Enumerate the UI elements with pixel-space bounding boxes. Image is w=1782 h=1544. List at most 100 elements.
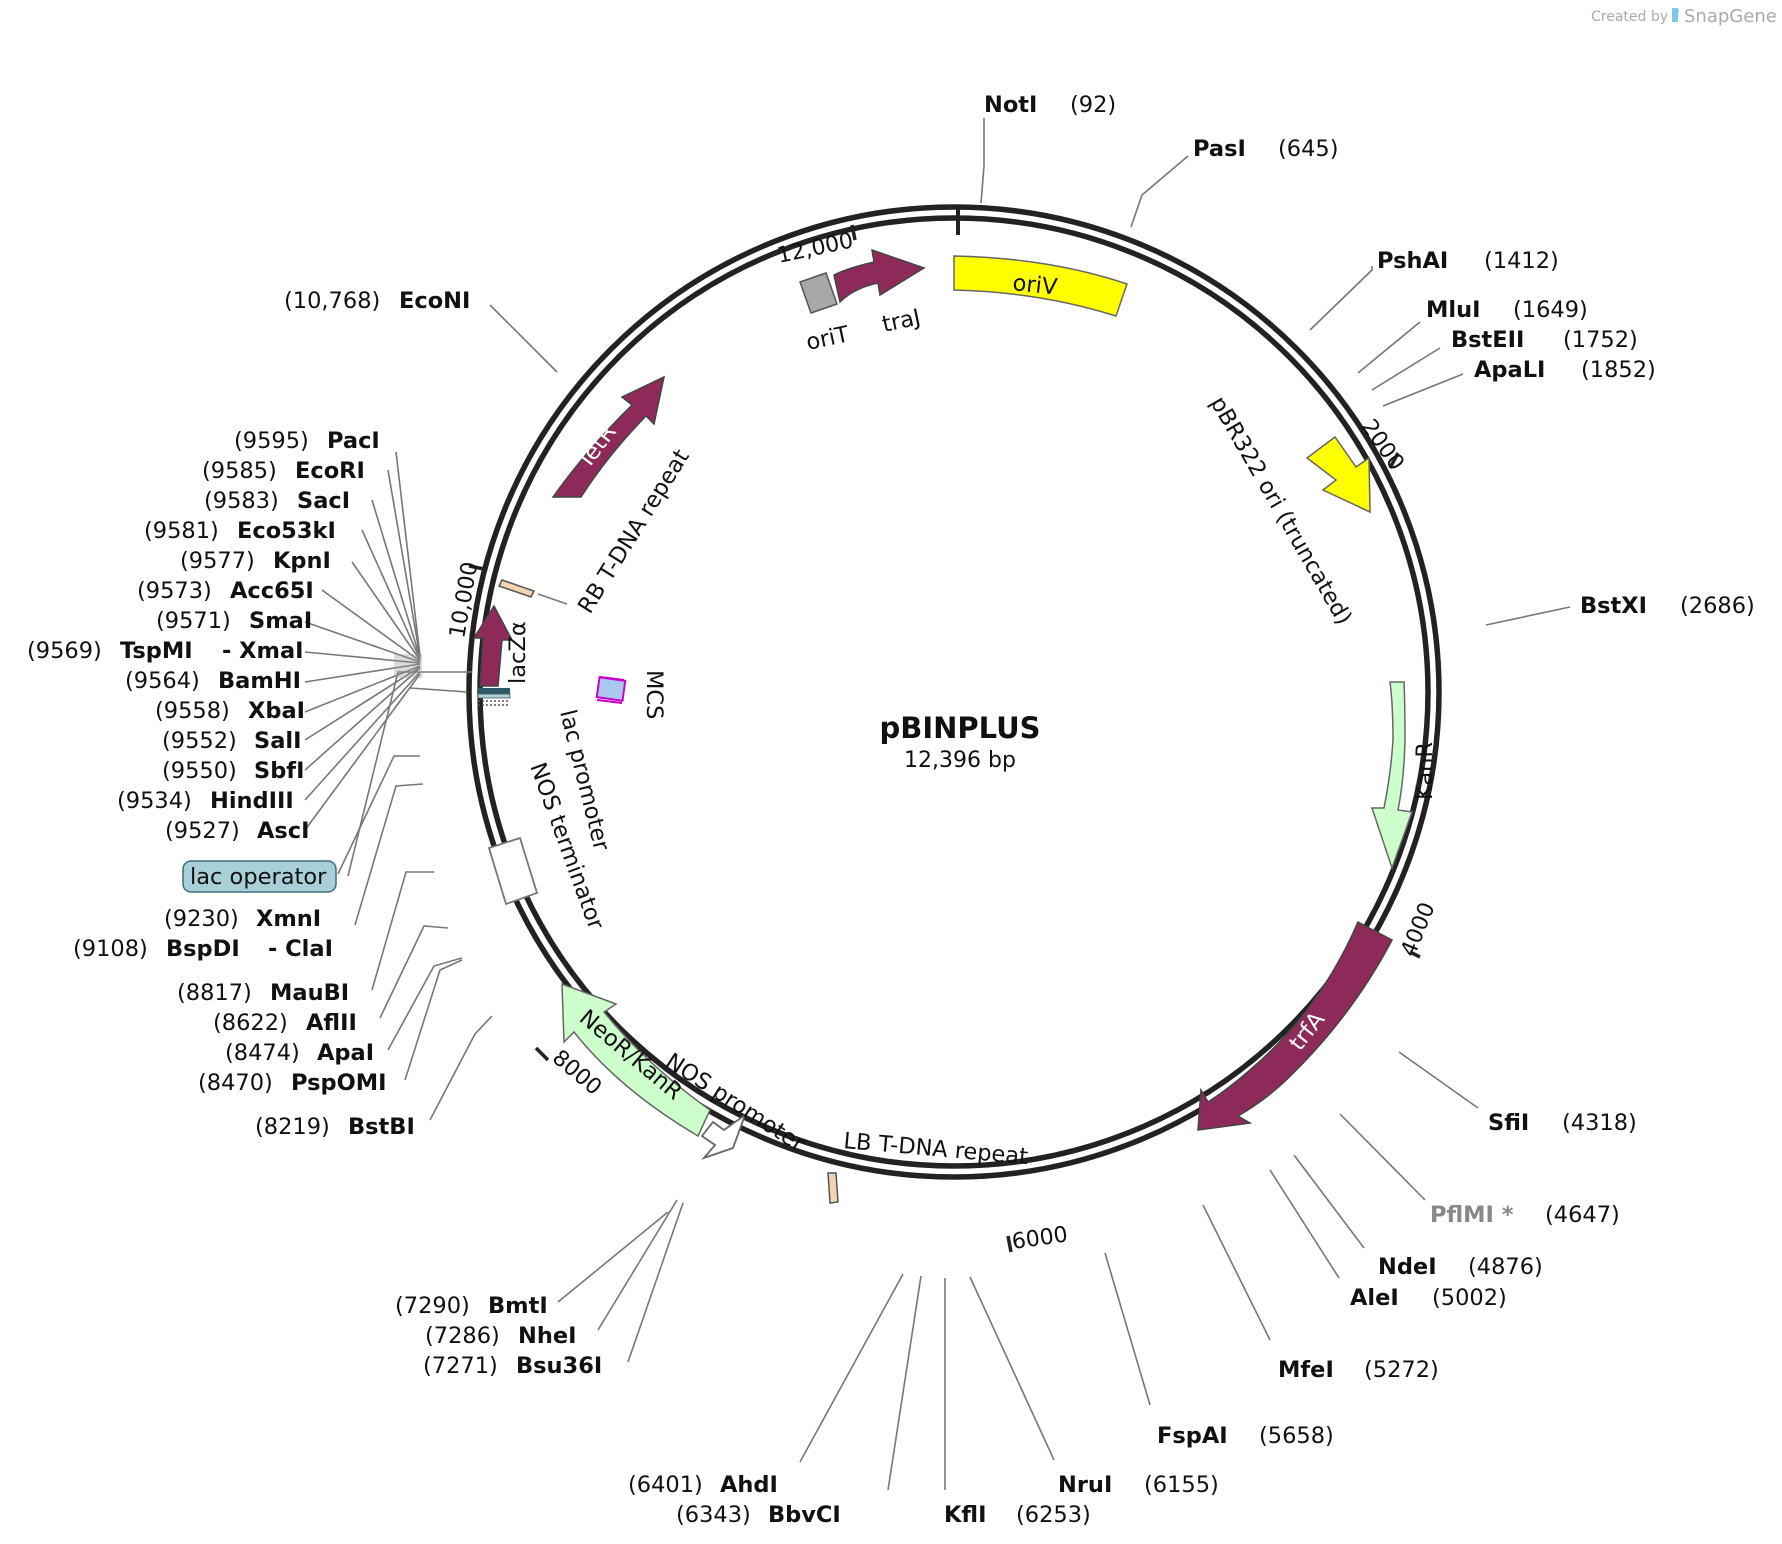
site-NruI[interactable]: NruI(6155) xyxy=(1058,1472,1219,1498)
site-pos-EcoNI: (10,768) xyxy=(284,288,380,314)
site-pos-PasI: (645) xyxy=(1278,136,1339,162)
site-name-BspDI: BspDI xyxy=(166,936,240,962)
feature-TetR xyxy=(551,375,666,498)
lac-operator-box xyxy=(182,860,337,893)
leader-PasI xyxy=(1130,155,1189,228)
site-pos-MluI: (1649) xyxy=(1513,297,1588,323)
site-MluI[interactable]: MluI (1649) xyxy=(1426,297,1588,323)
feature-oriT xyxy=(799,272,838,314)
site-pos-BmtI: (7290) xyxy=(395,1293,470,1319)
site-pos-ApaLI: (1852) xyxy=(1581,357,1656,383)
site-name-MluI: MluI xyxy=(1426,297,1481,323)
tick-label-6000: 6000 xyxy=(1010,1222,1069,1255)
site-SmaI[interactable]: (9571)SmaI xyxy=(156,608,312,634)
site-ApaLI[interactable]: ApaLI(1852) xyxy=(1474,357,1656,383)
site-PacI[interactable]: (9595)PacI xyxy=(234,428,380,454)
leader-ApaLI xyxy=(1382,373,1464,407)
site-HindIII[interactable]: (9534)HindIII xyxy=(117,788,294,814)
site-BstBI[interactable]: (8219)BstBI xyxy=(255,1114,415,1140)
site-pos-BbvCI: (6343) xyxy=(676,1502,751,1528)
site-pos-BstEII: (1752) xyxy=(1563,327,1638,353)
site-PasI[interactable]: PasI(645) xyxy=(1193,136,1339,162)
lac-operator-label[interactable]: lac operator xyxy=(182,860,337,893)
site-Acc65I[interactable]: (9573)Acc65I xyxy=(137,578,314,604)
site-XmnI[interactable]: (9230)XmnI xyxy=(164,906,321,932)
tick-10000 xyxy=(468,564,485,571)
site-PflMI[interactable]: PflMI *(4647) xyxy=(1430,1202,1620,1228)
mcs-top-line xyxy=(599,676,625,681)
site-AhdI[interactable]: (6401)AhdI xyxy=(628,1472,778,1498)
site-KpnI[interactable]: (9577)KpnI xyxy=(180,548,331,574)
feature-trfA xyxy=(1197,920,1394,1131)
site-name-NdeI: NdeI xyxy=(1378,1254,1437,1280)
leader-NdeI xyxy=(1293,1154,1365,1249)
site-PspOMI[interactable]: (8470)PspOMI xyxy=(198,1070,386,1096)
site-BstEII[interactable]: BstEII(1752) xyxy=(1451,327,1638,353)
site-Bsu36I[interactable]: (7271)Bsu36I xyxy=(423,1353,602,1379)
site-name-EcoRI: EcoRI xyxy=(295,458,365,484)
site-name-HindIII: HindIII xyxy=(210,788,294,814)
snapgene-logo-icon xyxy=(1672,8,1679,22)
site-pos-SbfI: (9550) xyxy=(162,758,237,784)
site-name-BbvCI: BbvCI xyxy=(768,1502,841,1528)
feature-oriV-label: oriV xyxy=(1011,270,1059,301)
snapgene-credit: Created by SnapGene xyxy=(1591,6,1777,27)
leader-BbvCI xyxy=(887,1275,922,1491)
site-MauBI[interactable]: (8817)MauBI xyxy=(177,980,349,1006)
site-AscI[interactable]: (9527)AscI xyxy=(165,818,310,844)
site-BamHI[interactable]: (9564)BamHI xyxy=(125,668,301,694)
site-pos-AscI: (9527) xyxy=(165,818,240,844)
site-pos-XbaI: (9558) xyxy=(155,698,230,724)
site-BmtI[interactable]: (7290)BmtI xyxy=(395,1293,548,1319)
site-MfeI[interactable]: MfeI(5272) xyxy=(1278,1357,1439,1383)
site-TspMI[interactable]: (9569)TspMI- XmaI xyxy=(27,638,304,664)
site-EcoRI[interactable]: (9585)EcoRI xyxy=(202,458,365,484)
site-EcoNI[interactable]: (10,768)EcoNI xyxy=(284,288,470,314)
site-BspDI[interactable]: (9108)BspDI- ClaI xyxy=(73,936,333,962)
leader-SbfI xyxy=(304,667,421,771)
tick-marks xyxy=(468,205,1421,1253)
leader-EcoRI xyxy=(387,469,421,658)
site-BbvCI[interactable]: (6343) BbvCI xyxy=(676,1502,841,1528)
feature-pBR322-ori-label: pBR322 ori (truncated) xyxy=(1205,392,1357,629)
site-name-SbfI: SbfI xyxy=(254,758,304,784)
site-pos-SacI: (9583) xyxy=(204,488,279,514)
site-pos-PspOMI: (8470) xyxy=(198,1070,273,1096)
site-pos-Acc65I: (9573) xyxy=(137,578,212,604)
site-ApaI[interactable]: (8474)ApaI xyxy=(225,1040,374,1066)
site-AleI[interactable]: AleI(5002) xyxy=(1350,1285,1507,1311)
leader-AflII xyxy=(379,925,449,1019)
site-SacI[interactable]: (9583) SacI xyxy=(204,488,350,514)
lac-operator-mark-2 xyxy=(477,693,511,699)
leader-PflMI xyxy=(1339,1113,1426,1201)
site-XbaI[interactable]: (9558)XbaI xyxy=(155,698,305,724)
site-name-BamHI: BamHI xyxy=(218,668,301,694)
leader-AleI xyxy=(1269,1169,1340,1279)
plasmid-length: 12,396 bp xyxy=(904,748,1016,773)
site-SalI[interactable]: (9552)SalI xyxy=(162,728,301,754)
site-FspAI[interactable]: FspAI(5658) xyxy=(1157,1423,1334,1449)
site-leader-lines xyxy=(304,118,1571,1491)
site-name-SacI: SacI xyxy=(297,488,350,514)
site-NdeI[interactable]: NdeI(4876) xyxy=(1378,1254,1543,1280)
site-NotI[interactable]: NotI(92) xyxy=(984,92,1116,118)
site-SbfI[interactable]: (9550) SbfI xyxy=(162,758,304,784)
leader-FspAI xyxy=(1104,1252,1151,1406)
site-KflI[interactable]: KflI(6253) xyxy=(944,1502,1091,1528)
leader-SmaI xyxy=(304,621,421,663)
site-pos-MauBI: (8817) xyxy=(177,980,252,1006)
site-PshAI[interactable]: PshAI(1412) xyxy=(1377,248,1559,274)
site-BstXI[interactable]: BstXI(2686) xyxy=(1580,593,1755,619)
feature-NeoR-KanR xyxy=(561,982,711,1138)
site-Eco53kI[interactable]: (9581)Eco53kI xyxy=(144,518,336,544)
site-name-SmaI: SmaI xyxy=(249,608,312,634)
site-NheI[interactable]: (7286)NheI xyxy=(425,1323,576,1349)
leader-PspOMI xyxy=(404,959,463,1081)
site-AflII[interactable]: (8622)AflII xyxy=(213,1010,357,1036)
site-name-KpnI: KpnI xyxy=(273,548,331,574)
site-pos-BstXI: (2686) xyxy=(1680,593,1755,619)
site-pos-XmnI: (9230) xyxy=(164,906,239,932)
plasmid-name: pBINPLUS xyxy=(879,711,1040,745)
site-SfiI[interactable]: SfiI(4318) xyxy=(1488,1110,1637,1136)
mcs-bottom-line xyxy=(596,699,623,704)
